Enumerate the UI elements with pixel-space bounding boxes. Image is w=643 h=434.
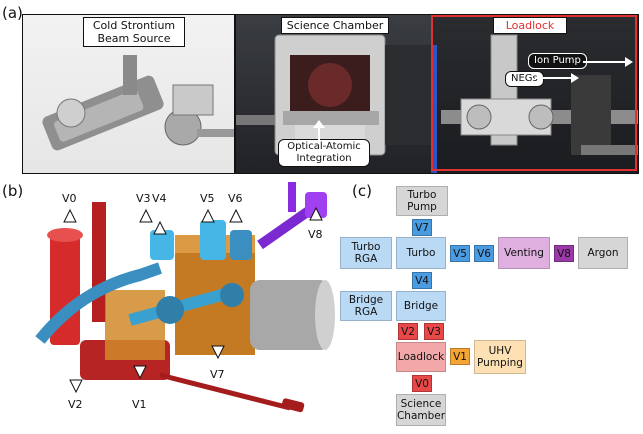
- node-bridge: Bridge: [396, 291, 446, 321]
- red-tube-left-top: [47, 228, 83, 242]
- valve-v4: V4: [412, 272, 432, 289]
- panel-b-render: V0 V3 V4 V5 V6 V8 V2 V1 V7: [35, 182, 335, 413]
- loadlock-title: Loadlock: [493, 17, 567, 34]
- negs-arrow: [535, 73, 579, 83]
- marker-v7: [211, 345, 225, 360]
- valve-v1: V1: [450, 348, 470, 365]
- purple-valve-v8: [305, 192, 327, 218]
- ion-pump-callout: Ion Pump: [528, 53, 587, 69]
- section-divider: [234, 15, 236, 173]
- valve-v8: V8: [554, 245, 574, 262]
- node-turbo-pump: Turbo Pump: [396, 186, 448, 216]
- valve-label-v3: V3: [136, 192, 151, 205]
- marker-v4: [153, 220, 167, 235]
- valve-label-v5: V5: [200, 192, 215, 205]
- marker-v6: [229, 208, 243, 223]
- valve-label-v7: V7: [210, 368, 225, 381]
- orange-inner: [105, 290, 165, 360]
- marker-v5: [201, 208, 215, 223]
- marker-v0: [63, 208, 77, 223]
- valve-label-v4: V4: [152, 192, 167, 205]
- valve-v5: V5: [450, 245, 470, 262]
- red-tube-tall: [92, 202, 106, 322]
- blue-valve-v5: [200, 220, 226, 260]
- valve-v0: V0: [412, 375, 432, 392]
- purple-tube: [257, 205, 313, 250]
- panel-label-a: (a): [2, 4, 23, 22]
- beam-source-render: [42, 55, 235, 151]
- science-chamber-title: Science Chamber: [281, 17, 389, 34]
- science-chamber-section: [235, 15, 431, 173]
- red-rod: [159, 372, 291, 411]
- node-loadlock: Loadlock: [396, 342, 446, 372]
- valve-label-v6: V6: [228, 192, 243, 205]
- blue-tube-1: [35, 262, 162, 344]
- panel-label-b: (b): [2, 182, 24, 200]
- optical-atomic-arrow: [313, 120, 325, 140]
- optical-atomic-callout: Optical-Atomic Integration: [278, 139, 370, 167]
- ion-pump-arrow: [583, 57, 633, 67]
- node-argon: Argon: [578, 237, 628, 269]
- science-chamber-render: [235, 34, 431, 156]
- valve-v6: V6: [474, 245, 494, 262]
- blue-valve-v6: [230, 230, 252, 260]
- panel-label-c: (c): [352, 182, 372, 200]
- node-uhv-pumping: UHV Pumping: [474, 340, 526, 374]
- node-turbo-rga: Turbo RGA: [340, 237, 392, 269]
- valve-label-v8: V8: [308, 228, 323, 241]
- marker-v2: [69, 379, 83, 394]
- blue-valve-v4: [150, 230, 174, 260]
- blue-flange-2: [220, 283, 244, 307]
- valve-v2: V2: [398, 323, 418, 340]
- gray-cylinder: [250, 280, 330, 350]
- node-venting: Venting: [498, 237, 550, 269]
- valve-v3: V3: [424, 323, 444, 340]
- valve-label-v1: V1: [132, 398, 147, 411]
- node-science-chamber: Science Chamber: [396, 394, 446, 426]
- loadlock-highlight: [431, 15, 637, 171]
- marker-v8: [309, 206, 323, 221]
- blue-flange: [156, 296, 184, 324]
- valve-label-v2: V2: [68, 398, 83, 411]
- gray-cylinder-end: [315, 280, 335, 350]
- marker-v1: [133, 365, 147, 380]
- node-turbo: Turbo: [396, 237, 446, 269]
- red-rod-end: [281, 398, 305, 413]
- beam-source-title: Cold Strontium Beam Source: [83, 17, 185, 47]
- valve-label-v0: V0: [62, 192, 77, 205]
- marker-v3: [139, 208, 153, 223]
- node-bridge-rga: Bridge RGA: [340, 291, 392, 321]
- panel-a-render: Cold Strontium Beam Source Science Chamb…: [22, 14, 639, 174]
- valve-v7: V7: [412, 219, 432, 236]
- purple-pipe: [288, 182, 296, 212]
